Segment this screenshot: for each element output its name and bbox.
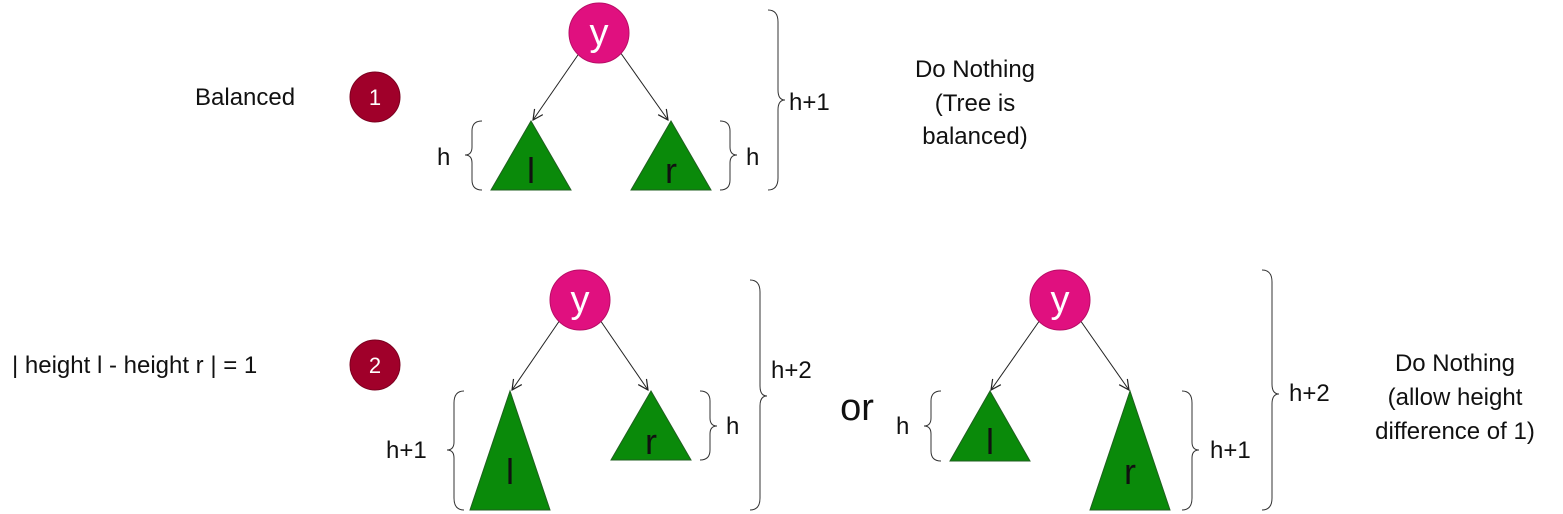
case2-action-line3: difference of 1) xyxy=(1375,418,1535,445)
case1-badge: 1 xyxy=(349,71,401,123)
tree-a-root-label: y xyxy=(571,279,590,321)
tree-a-left-edge xyxy=(512,319,561,390)
tree-a-total-height: h+2 xyxy=(771,357,812,384)
case2-action: Do Nothing (allow height difference of 1… xyxy=(1375,350,1535,445)
tree-b-left-label: l xyxy=(986,421,994,462)
case2-badge: 2 xyxy=(349,339,401,391)
or-connector: or xyxy=(840,387,874,429)
tree-a-left-subtree: l xyxy=(469,389,551,511)
tree-a-right-brace xyxy=(699,390,718,461)
case1-left-label: l xyxy=(527,150,535,191)
case1-right-edge xyxy=(619,51,668,120)
case1-root-label: y xyxy=(590,12,609,54)
tree-a-right-edge xyxy=(599,319,648,390)
case1-total-brace xyxy=(767,9,786,191)
tree-a-right-height: h xyxy=(726,413,739,440)
case1-right-label: r xyxy=(665,150,677,191)
case1-action-line1: Do Nothing xyxy=(915,56,1035,83)
tree-a-total-brace xyxy=(749,279,768,511)
tree-a-right-label: r xyxy=(645,421,657,462)
tree-b-total-height: h+2 xyxy=(1289,380,1330,407)
case1-left-height: h xyxy=(437,144,450,171)
tree-a-left-brace xyxy=(446,390,465,511)
tree-b-right-subtree: r xyxy=(1089,389,1171,511)
case2-tree-a: y l r h+1 h h+2 xyxy=(386,269,812,511)
tree-b-root-label: y xyxy=(1051,279,1070,321)
case2-action-line2: (allow height xyxy=(1388,384,1523,411)
case2-tree-b: y l r h h+1 h+2 xyxy=(896,269,1330,511)
tree-b-left-height: h xyxy=(896,413,909,440)
tree-a-left-height: h+1 xyxy=(386,437,427,464)
case1-label: Balanced xyxy=(195,84,295,111)
case1-left-brace xyxy=(464,120,483,191)
tree-b-right-label: r xyxy=(1124,451,1136,492)
tree-b-left-edge xyxy=(991,319,1041,390)
tree-b-left-subtree: l xyxy=(949,389,1031,462)
case1-right-subtree: r xyxy=(630,120,712,191)
case1-left-subtree: l xyxy=(490,120,572,191)
case1-right-height: h xyxy=(746,144,759,171)
case1-right-brace xyxy=(719,120,738,191)
case1-badge-number: 1 xyxy=(369,85,381,110)
tree-b-total-brace xyxy=(1261,269,1280,511)
case1-action: Do Nothing (Tree is balanced) xyxy=(915,56,1035,150)
case2-action-line1: Do Nothing xyxy=(1395,350,1515,377)
case2-label: | height l - height r | = 1 xyxy=(12,352,257,379)
tree-a-root-node: y xyxy=(549,269,611,331)
tree-a-right-subtree: r xyxy=(610,390,692,462)
case1-action-line2: (Tree is xyxy=(935,90,1015,117)
tree-a-left-label: l xyxy=(506,451,514,492)
case1-tree: y l r h h h+1 xyxy=(437,2,830,191)
case1-total-height: h+1 xyxy=(789,89,830,116)
case1-root-node: y xyxy=(568,2,630,64)
tree-b-right-brace xyxy=(1181,390,1200,511)
tree-b-right-height: h+1 xyxy=(1210,437,1251,464)
case1-left-edge xyxy=(533,51,581,120)
case1-action-line3: balanced) xyxy=(922,123,1027,150)
tree-b-left-brace xyxy=(923,390,942,462)
tree-b-root-node: y xyxy=(1029,269,1091,331)
case2-badge-number: 2 xyxy=(369,353,381,378)
tree-b-right-edge xyxy=(1079,319,1129,390)
